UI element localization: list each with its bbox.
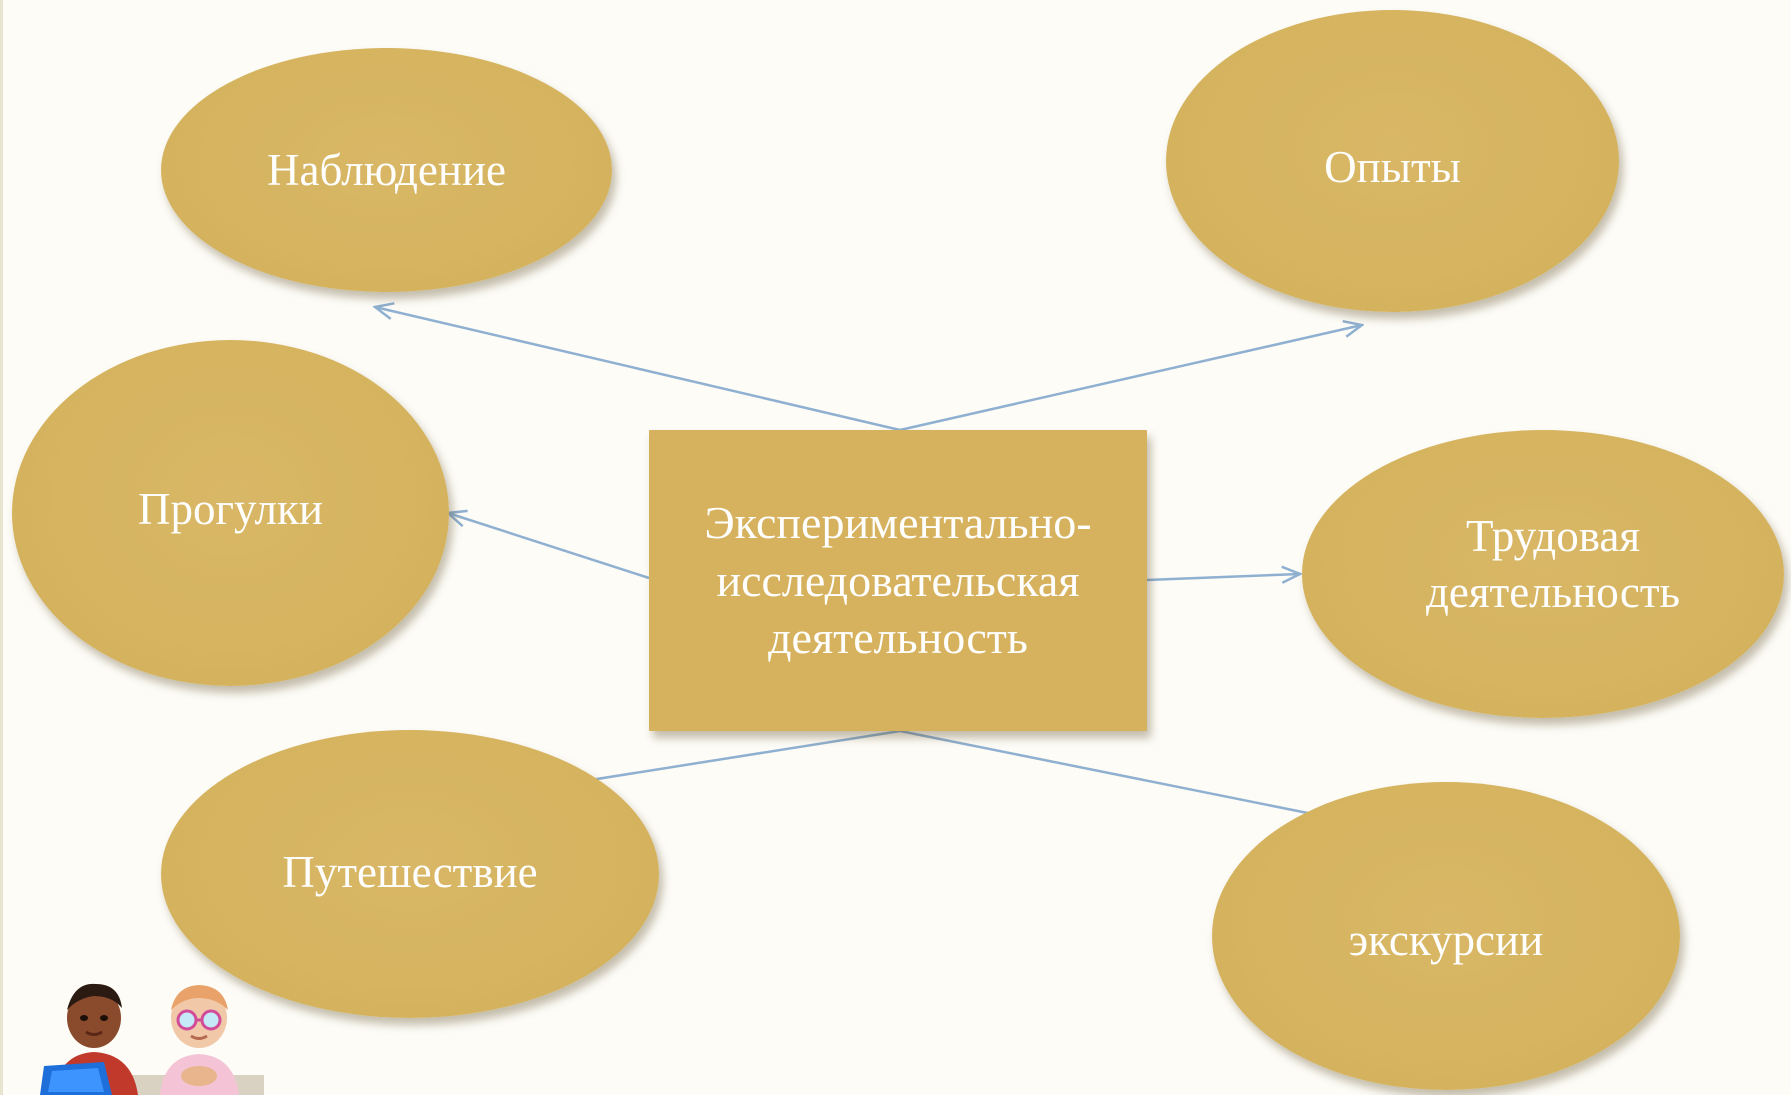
node-labor: Трудовая деятельность	[1302, 430, 1784, 718]
node-labor-line-2: деятельность	[1425, 567, 1681, 617]
node-experiments-label: Опыты	[1324, 141, 1461, 192]
node-labor-label: Трудовая деятельность	[1426, 508, 1680, 621]
center-node-label: Экспериментально- исследовательская деят…	[704, 494, 1091, 667]
center-node-line-3: деятельность	[768, 612, 1028, 664]
node-excursions-label: экскурсии	[1348, 914, 1544, 965]
two-cartoon-kids-icon	[40, 983, 264, 1095]
node-excursions: экскурсии	[1212, 782, 1680, 1090]
node-travel-label: Путешествие	[282, 846, 538, 897]
node-walks: Прогулки	[12, 340, 449, 686]
center-node: Экспериментально- исследовательская деят…	[649, 430, 1147, 731]
node-labor-line-1: Трудовая	[1465, 510, 1641, 561]
node-walks-label: Прогулки	[138, 483, 323, 534]
node-experiments: Опыты	[1166, 10, 1619, 312]
center-node-line-2: исследовательская	[716, 554, 1080, 606]
node-observation-label: Наблюдение	[266, 144, 507, 195]
center-node-line-1: Экспериментально-	[704, 497, 1092, 549]
node-travel: Путешествие	[161, 730, 659, 1018]
arrow-to-walks	[448, 513, 650, 580]
arrow-to-observation	[375, 307, 901, 432]
arrow-to-experiments	[899, 325, 1362, 432]
left-border	[0, 0, 3, 1095]
arrow-to-labor	[1146, 574, 1300, 580]
node-observation: Наблюдение	[161, 48, 612, 292]
